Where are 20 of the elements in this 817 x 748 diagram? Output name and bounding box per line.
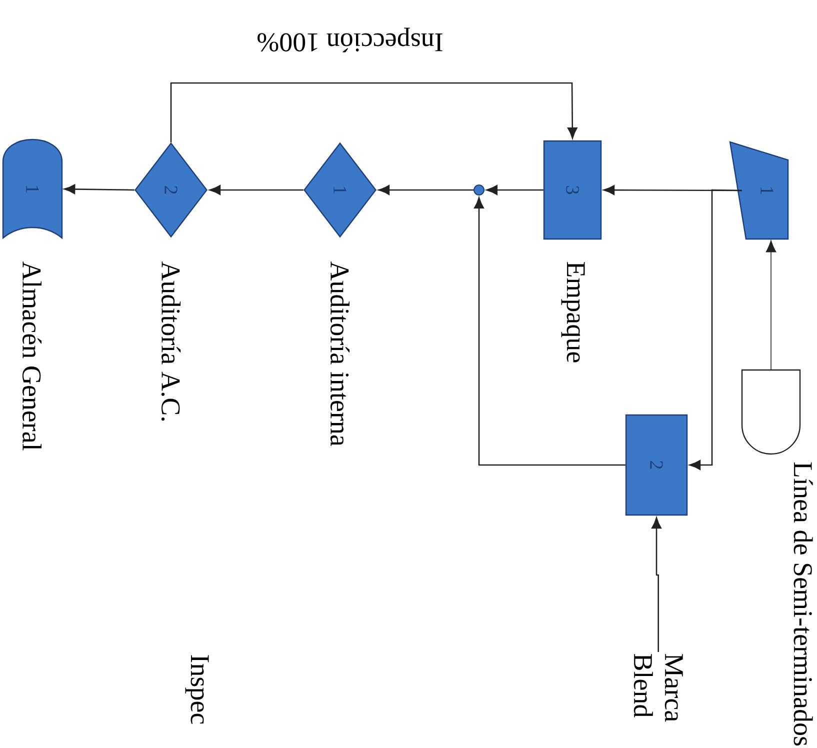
arrow <box>378 185 474 195</box>
arrow <box>170 82 578 142</box>
arrow <box>209 185 304 195</box>
node-caption: Auditoría interna <box>330 261 350 446</box>
process-box: 2 <box>625 414 688 516</box>
arrow <box>64 184 134 194</box>
node-caption: Almacén General <box>22 261 42 450</box>
arrow <box>766 240 776 370</box>
cut-off-label: Inspec <box>185 655 209 724</box>
operation-trapezoid: 1 <box>729 141 789 240</box>
node-caption: Línea de Semi-terminados <box>794 462 813 746</box>
node-caption: Auditoría A.C. <box>161 261 181 421</box>
arrow <box>652 517 662 652</box>
source-label: Marca Blend <box>634 654 683 722</box>
arrow <box>689 189 742 470</box>
edge-label: Inspección 100% <box>256 26 444 54</box>
process-box: 3 <box>543 140 602 240</box>
arrow <box>486 185 544 195</box>
node-caption: Empaque <box>561 262 585 362</box>
arrow <box>474 197 626 466</box>
